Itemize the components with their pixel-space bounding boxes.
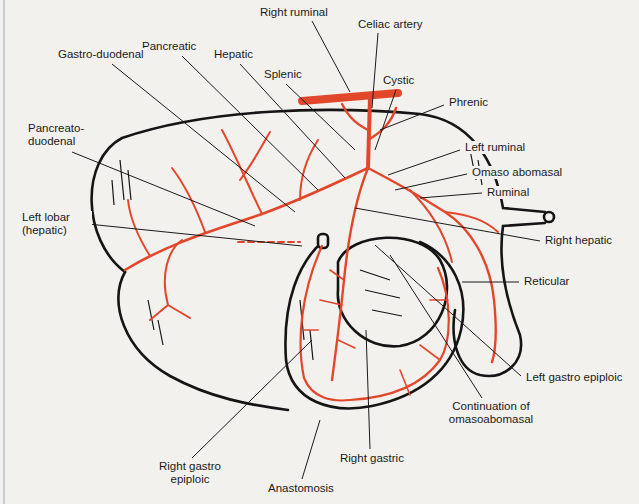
part-label: Right hepatic bbox=[543, 234, 614, 247]
part-label: Right gastric bbox=[338, 452, 406, 465]
part-label: Right gastro epiploic bbox=[150, 460, 230, 486]
part-label: Left gastro epiploic bbox=[524, 371, 625, 384]
part-label: Hepatic bbox=[212, 48, 255, 61]
part-label: Continuation of omasoabomasal bbox=[430, 400, 552, 426]
part-label: Cystic bbox=[381, 74, 416, 87]
part-label: Phrenic bbox=[447, 96, 490, 109]
hatching bbox=[112, 150, 482, 360]
artery-tree bbox=[125, 93, 498, 400]
part-label: Celiac artery bbox=[356, 18, 425, 31]
part-label: Left ruminal bbox=[463, 141, 527, 154]
part-label: Reticular bbox=[522, 275, 571, 288]
part-label: Gastro-duodenal bbox=[56, 48, 146, 61]
part-label: Right ruminal bbox=[258, 6, 330, 19]
part-label: Splenic bbox=[262, 68, 304, 81]
part-label: Ruminal bbox=[485, 186, 531, 199]
part-label: Pancreatic bbox=[140, 40, 198, 53]
part-label: Anastomosis bbox=[266, 482, 336, 495]
page-edge bbox=[4, 0, 5, 504]
part-label: Pancreato- duodenal bbox=[26, 122, 94, 148]
part-label: Left lobar (hepatic) bbox=[20, 211, 92, 237]
stomach-outline bbox=[92, 110, 554, 410]
part-label: Omaso abomasal bbox=[470, 166, 564, 179]
